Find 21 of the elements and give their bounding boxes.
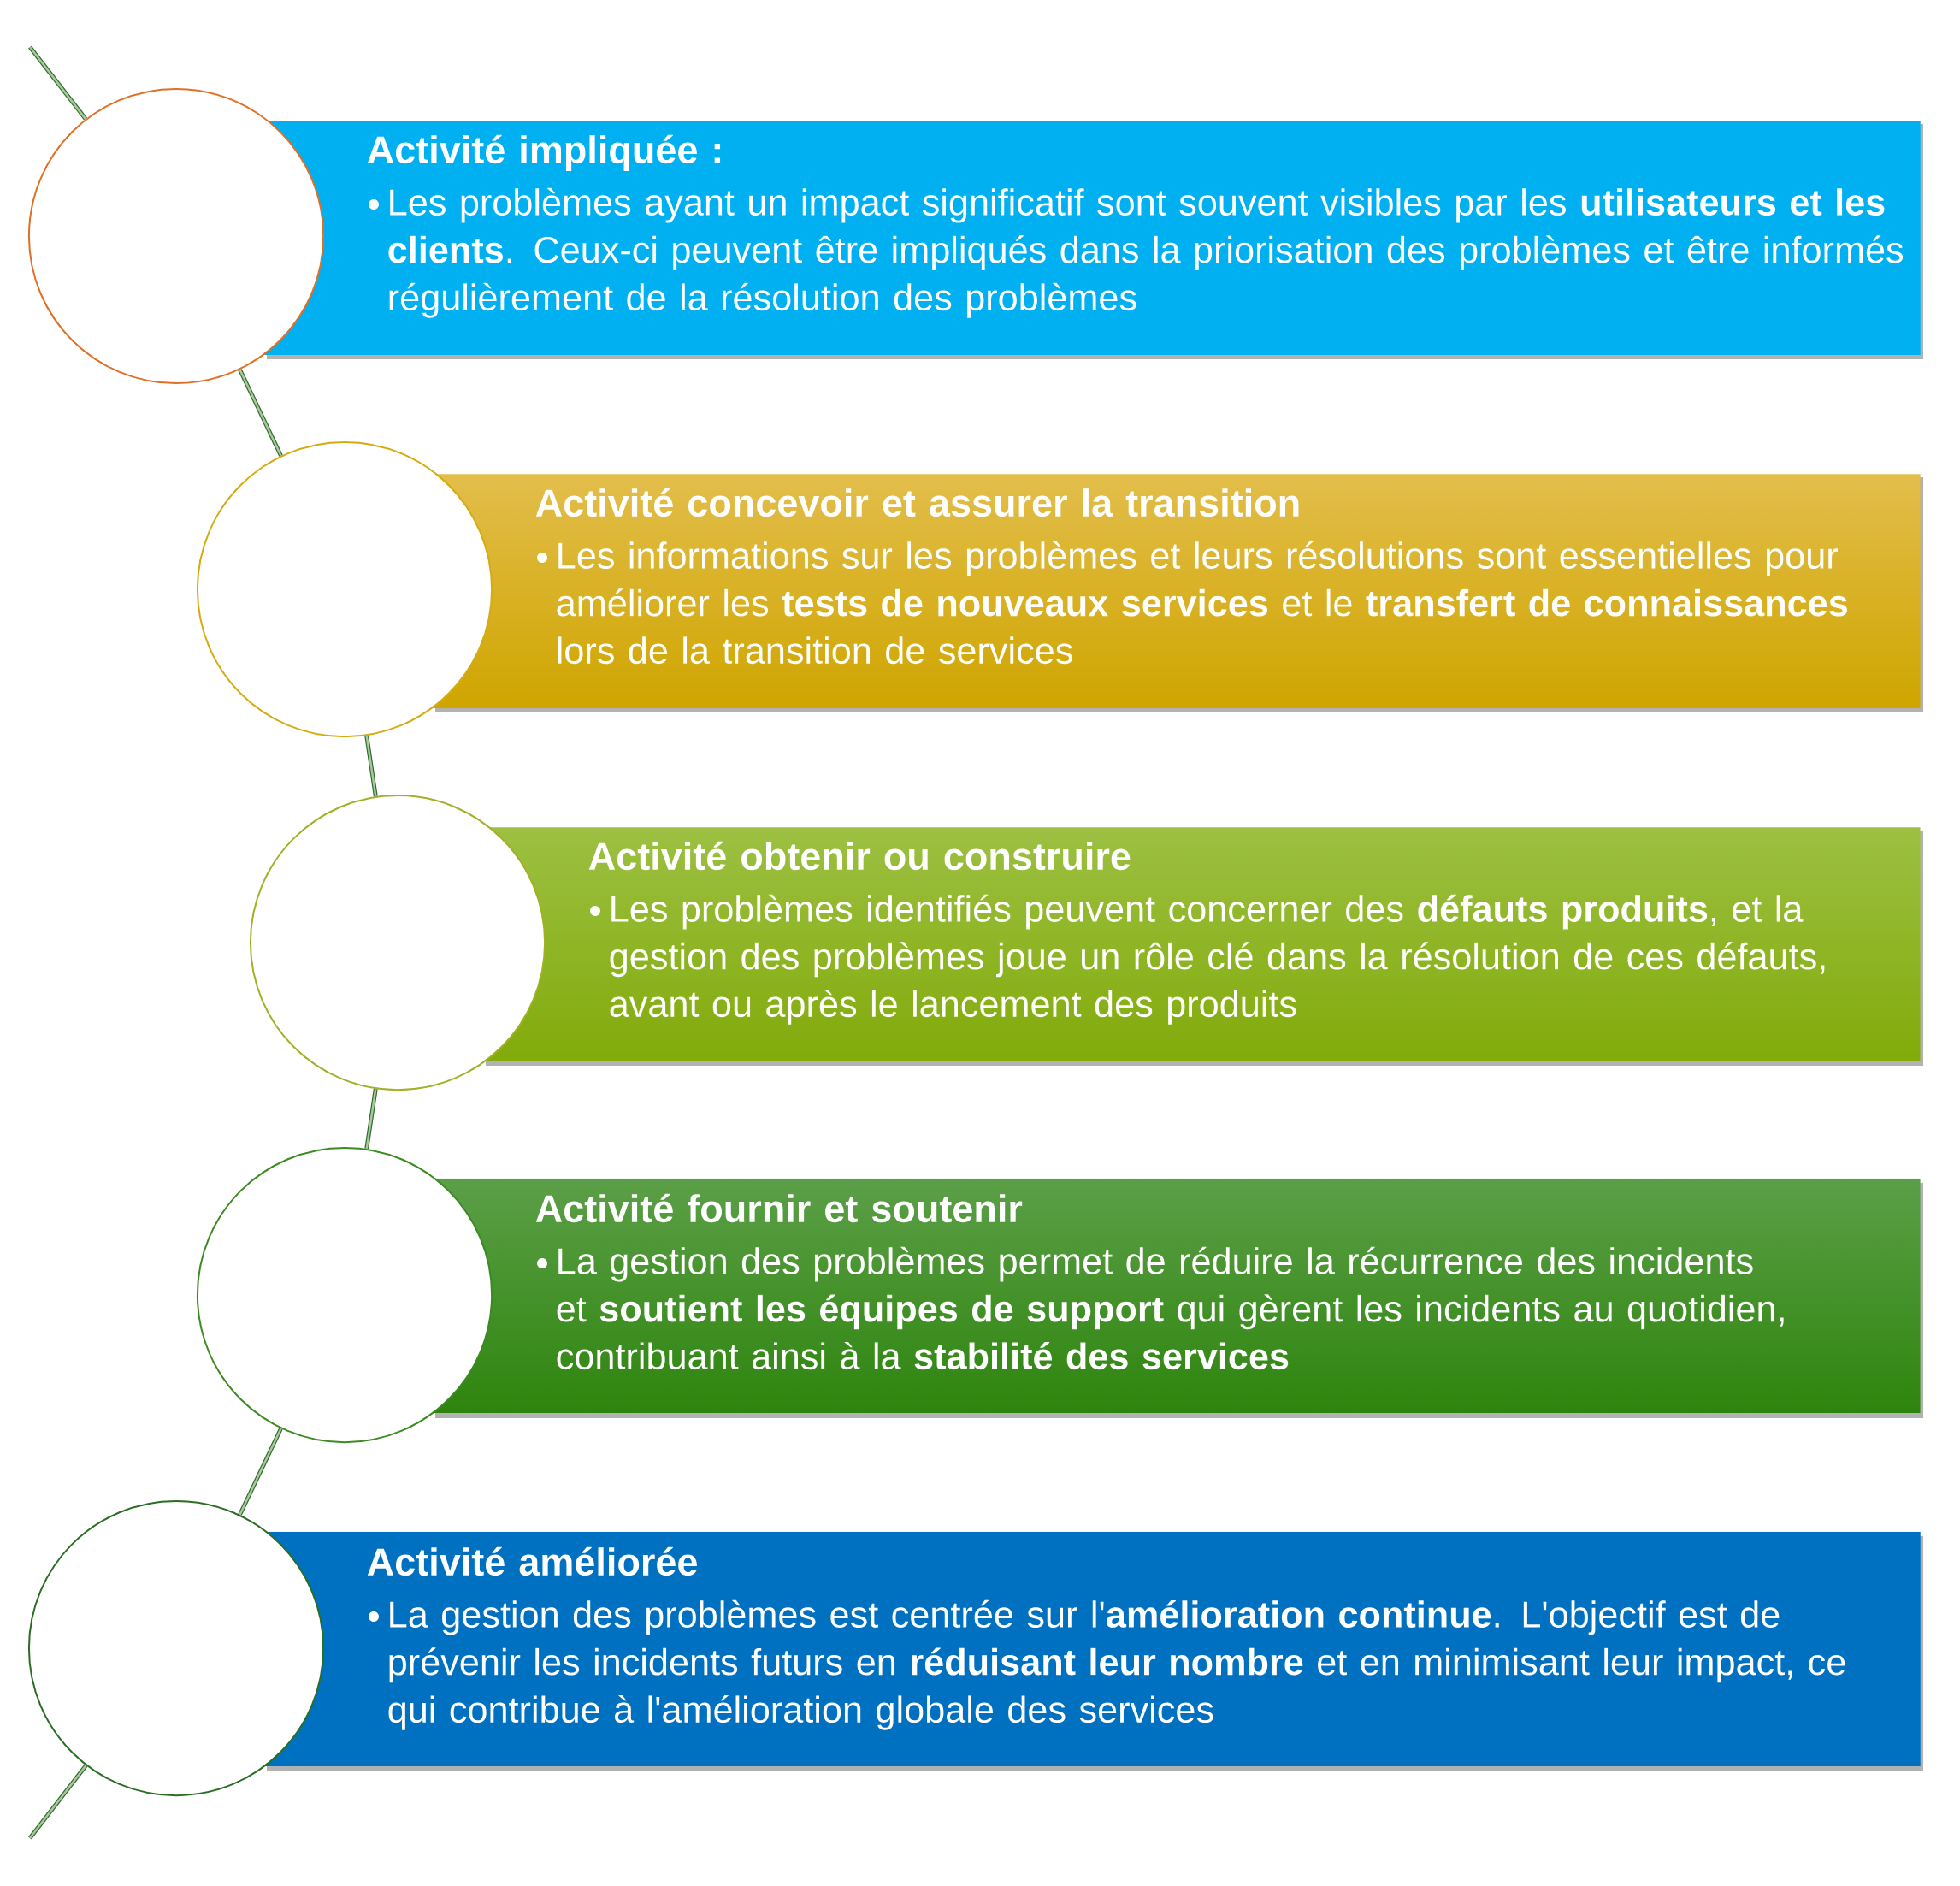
heading: Activité concevoir et assurer la transition bbox=[535, 488, 1299, 517]
heading: Activité améliorée bbox=[367, 1546, 697, 1576]
circle bbox=[196, 1146, 493, 1444]
description: La gestion des problèmes est centrée sur l'amélioration continue. L'objectif est de prévenir les incidents futurs en réduisant leur nombre et en minimisant leur impact, ce qui contribue à l'amélioration globale des services bbox=[388, 1599, 1845, 1730]
circle bbox=[27, 1499, 325, 1797]
description: La gestion des problèmes permet de réduire la récurrence des incidents et soutient les équipes de support qui gèrent les incidents au quotidien, contribuant ainsi à la stabilité des services bbox=[557, 1246, 1784, 1370]
circle bbox=[27, 87, 325, 385]
connector-line bbox=[238, 369, 283, 457]
circle bbox=[196, 440, 493, 738]
connector-line bbox=[238, 1428, 283, 1516]
circle bbox=[249, 794, 546, 1091]
heading: Activité fournir et soutenir bbox=[535, 1193, 1023, 1223]
heading: Activité obtenir ou construire bbox=[588, 841, 1131, 871]
connector-line bbox=[28, 45, 87, 121]
heading: Activité impliquée : bbox=[367, 134, 721, 172]
description: Les problèmes identifiés peuvent concerner des défauts produits, et la gestion des problèmes joue un rôle clé dans la résolution de ces défauts, avant ou après le lancement des produits bbox=[610, 894, 1825, 1025]
connector-line bbox=[364, 735, 378, 797]
description: Les problèmes ayant un impact significatif sont souvent visibles par les utilisateurs et les clients. Ceux-ci peuvent être impliqués dans la priorisation des problèmes et être informés régulièrement de la résolution des problèmes bbox=[388, 187, 1904, 318]
connector-line bbox=[364, 1088, 378, 1150]
description: Les informations sur les problèmes et leurs résolutions sont essentielles pour améliorer les tests de nouveaux services et le transfert de connaissances lors de la transition de services bbox=[557, 541, 1847, 665]
connector-line bbox=[28, 1764, 88, 1840]
